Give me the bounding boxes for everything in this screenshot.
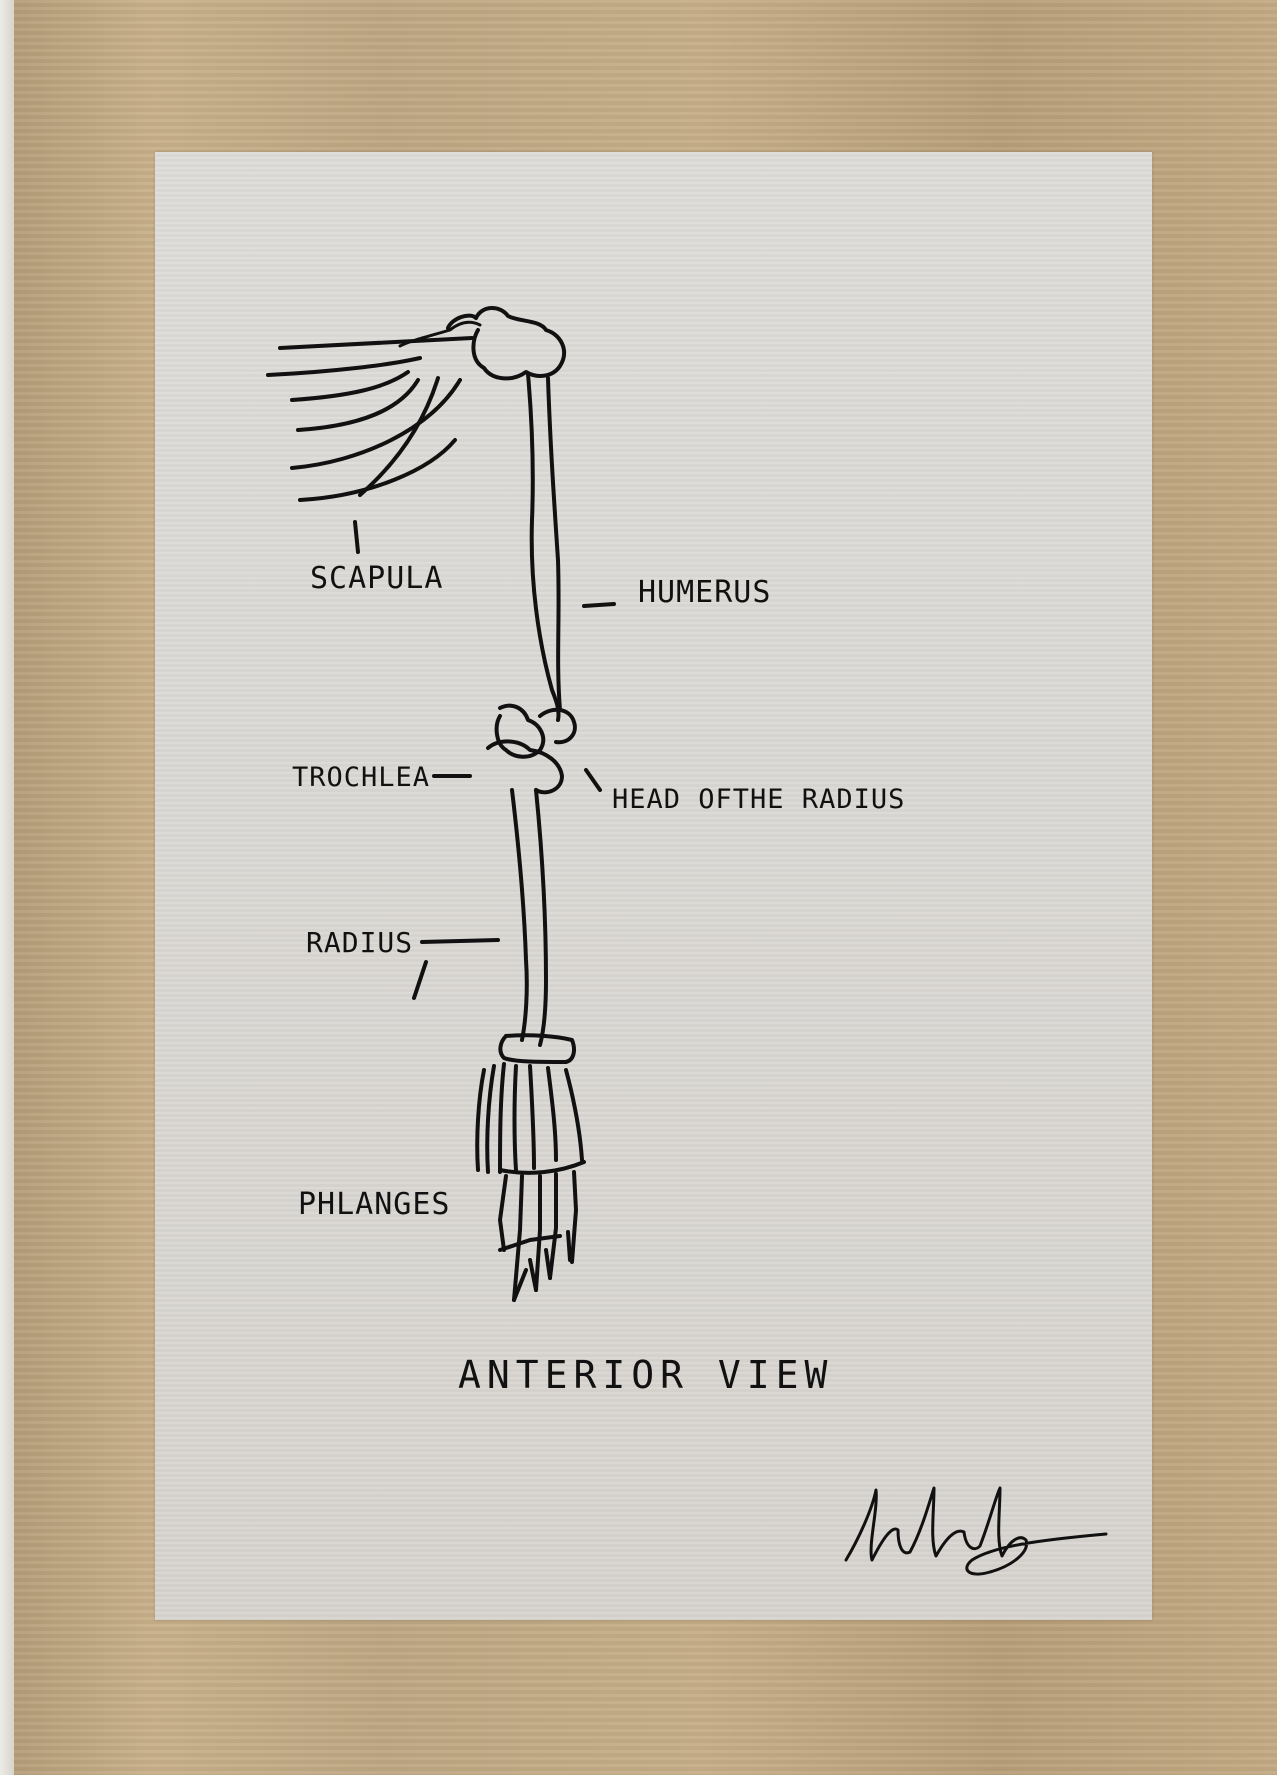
hand-phalanges — [498, 1170, 578, 1302]
label-radius: RADIUS — [306, 926, 413, 959]
elbow-joint — [486, 703, 577, 795]
label-head-of-radius: HEAD OFTHE RADIUS — [612, 784, 905, 815]
label-phalanges: PHLANGES — [298, 1187, 451, 1222]
radius-pointer — [420, 938, 500, 944]
humerus-head — [398, 306, 566, 381]
rib-lines — [266, 336, 474, 502]
scapula-pointer — [353, 520, 360, 554]
radius-pointer-secondary — [412, 960, 428, 1000]
label-trochlea: TROCHLEA — [292, 762, 430, 793]
caption-anterior-view: ANTERIOR VIEW — [458, 1353, 833, 1397]
wrist — [498, 1033, 576, 1064]
forearm-bones — [510, 788, 548, 1047]
label-scapula: SCAPULA — [310, 561, 443, 596]
hand-metacarpals — [475, 1062, 586, 1175]
humerus-pointer — [582, 602, 616, 608]
artist-signature — [844, 1486, 1108, 1576]
humerus-shaft — [526, 372, 562, 722]
head-of-radius-pointer — [584, 768, 602, 792]
tracing-paper-sheet — [155, 152, 1152, 1620]
table-surface-edge — [0, 0, 14, 1775]
label-humerus: HUMERUS — [638, 575, 771, 610]
